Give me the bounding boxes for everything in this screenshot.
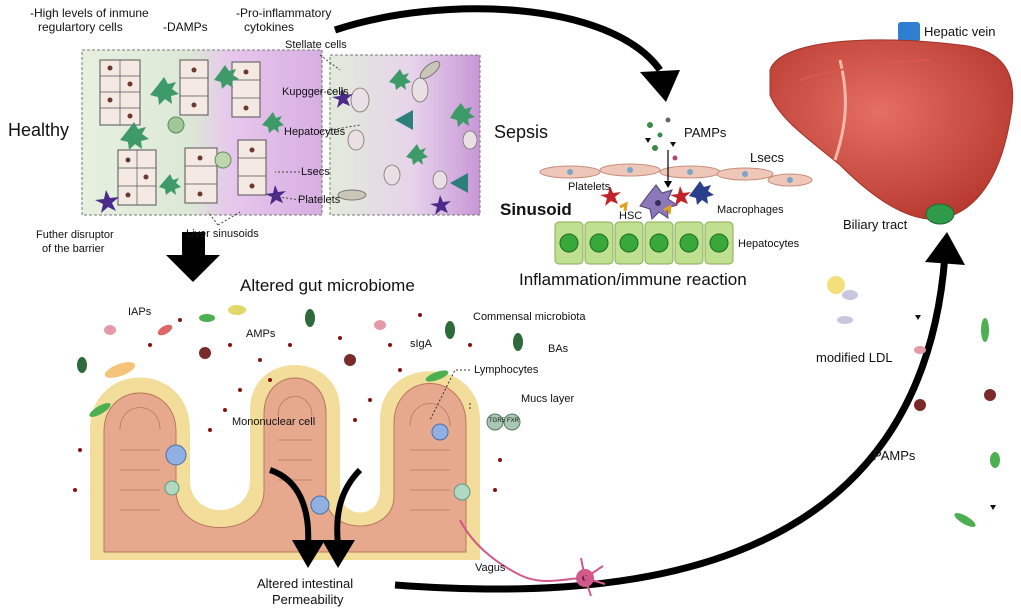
label-hepatocytes-sepsis: Hepatocytes	[738, 238, 800, 250]
label-modified-ldl: modified LDL	[816, 350, 893, 365]
label-permeability: Altered intestinal	[257, 576, 354, 591]
label-sepsis: Sepsis	[494, 122, 549, 142]
right-pamps-particles	[827, 276, 1000, 527]
label-lsecs-healthy: Lsecs	[301, 166, 330, 178]
label-inflammation: Inflammation/immune reaction	[519, 270, 747, 289]
label-tgr5: TGR5	[489, 418, 506, 424]
healthy-sinusoid-panel	[81, 49, 481, 226]
label-immune-cells-2: regulartory cells	[38, 20, 123, 34]
label-further-disruption-2: of the barrier	[42, 243, 105, 255]
gut-dots	[73, 313, 502, 492]
vagus-neuron	[459, 519, 606, 597]
sepsis-sinusoid-diagram	[539, 117, 813, 265]
gut-microbes	[77, 305, 523, 417]
label-lsecs-sepsis: Lsecs	[750, 150, 784, 165]
label-immune-cells: -High levels of inmune	[30, 6, 149, 20]
label-cytokines-2: cytokines	[244, 20, 295, 34]
permeability-arrow-2	[334, 467, 363, 546]
label-siga: sIgA	[410, 338, 433, 350]
label-mucus: Mucs layer	[521, 393, 575, 405]
label-iaps: IAPs	[128, 306, 152, 318]
label-commensal: Commensal microbiota	[473, 311, 586, 323]
label-bas: BAs	[548, 343, 569, 355]
curve-arrow-to-liver	[394, 254, 949, 593]
label-pamps-right: PAMPs	[873, 448, 916, 463]
sepsis-hepatocytes	[554, 221, 734, 265]
label-mononuclear: Mononuclear cell	[232, 416, 316, 428]
permeability-arrow-1	[268, 467, 312, 546]
label-hepatic-vein: Hepatic vein	[924, 24, 996, 39]
label-macrophages: Macrophages	[717, 204, 784, 216]
label-permeability-2: Permeability	[272, 592, 344, 607]
label-lymphocytes: Lymphocytes	[474, 364, 539, 376]
label-further-disruption: Futher disruptor	[36, 229, 114, 241]
pamps-particles	[645, 117, 678, 188]
label-pamps-sepsis: PAMPs	[684, 125, 727, 140]
platelet-stars	[95, 185, 286, 213]
label-gut-title: Altered gut microbiome	[240, 276, 415, 295]
label-hepatocytes-healthy: Hepatocytes	[284, 126, 346, 138]
label-vagus: Vagus	[475, 562, 506, 574]
label-liver-sinusoids: Liver sinusoids	[186, 228, 259, 240]
label-platelets-healthy: Platelets	[298, 194, 341, 206]
label-biliary-tract: Biliary tract	[843, 217, 908, 232]
label-cytokines: -Pro-inflammatory	[236, 6, 332, 20]
kupffer-cells	[120, 65, 284, 195]
down-arrow-to-gut	[166, 232, 220, 282]
curve-arrow-to-sepsis	[333, 5, 663, 73]
label-hsc: HSC	[619, 210, 643, 222]
label-damps: -DAMPs	[163, 20, 208, 34]
label-healthy: Healthy	[8, 120, 70, 140]
label-amps: AMPs	[246, 328, 276, 340]
label-kupffer: Kupgger cells	[282, 86, 349, 98]
label-sinusoid: Sinusoid	[500, 200, 572, 219]
label-stellate: Stellate cells	[285, 39, 347, 51]
liver-organ	[769, 22, 1014, 225]
label-fxr: FXR	[507, 418, 519, 424]
gut-wall	[90, 365, 521, 560]
label-platelets-sepsis: Platelets	[568, 181, 611, 193]
